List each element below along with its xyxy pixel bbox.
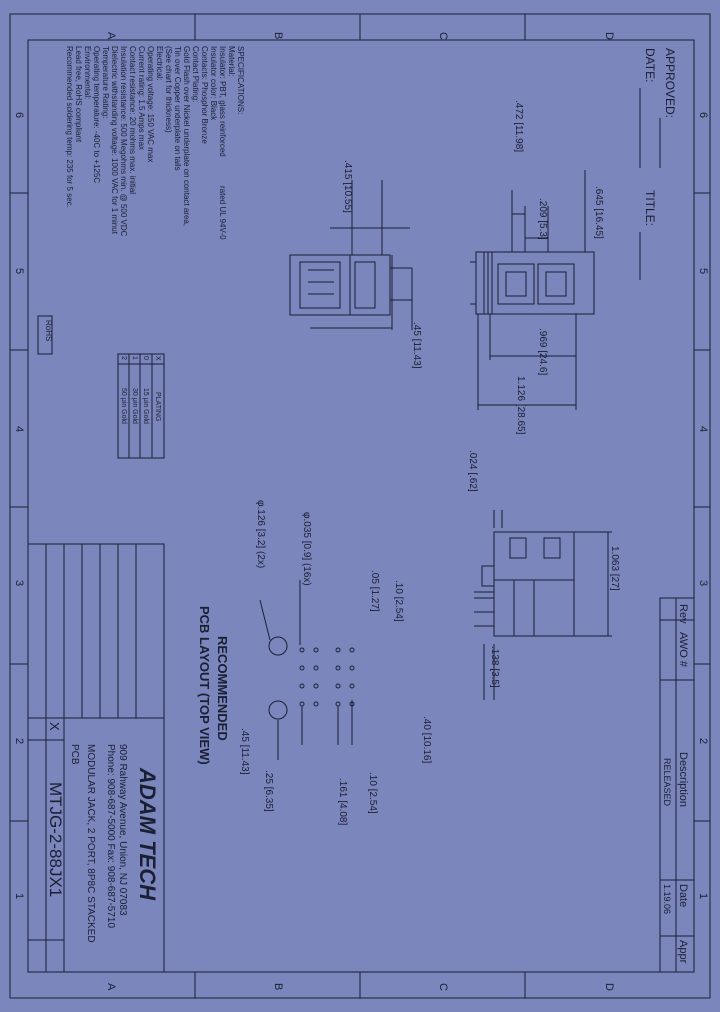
rev-row-description: RELEASED [662, 758, 672, 807]
part-variant: X [47, 722, 62, 731]
border-letter-bottom-a: A [105, 983, 117, 991]
border-number-right-2: 2 [697, 738, 709, 744]
dim-472: .472 [11.98] [513, 100, 524, 152]
spec-line-20: Recommended soldering temp: 235 for 5 se… [65, 46, 74, 208]
part-description: MODULAR JACK, 2 PORT, 8P8C STACKED [85, 744, 96, 943]
spec-line-11: Operating voltage: 150 VAC max [146, 46, 155, 162]
top-view [474, 510, 612, 700]
spec-line-2: Insulator: PBT, glass reinforced [218, 46, 227, 157]
spec-line-0: SPECIFICATIONS: [236, 46, 245, 114]
border-letter-top-c: C [437, 32, 449, 40]
spec-line-3: rated UL 94V-0 [218, 186, 227, 240]
border-letter-bottom-c: C [437, 983, 449, 991]
plating-row1-val: 30 μin Gold [131, 388, 138, 424]
spec-line-9: (See chart for thickness) [164, 46, 173, 133]
dim-209: .209 [5.3] [537, 198, 548, 240]
dim-45-side: .45 [11.43] [411, 322, 422, 369]
spec-line-1: Material: [227, 46, 236, 77]
rev-header-awo: AWO # [677, 632, 689, 668]
border-letter-bottom-d: D [603, 983, 615, 991]
dim-024: .024 [.62] [467, 450, 478, 492]
inner-border [27, 39, 695, 973]
border-number-left-4: 4 [13, 426, 25, 432]
border-letter-top-a: A [105, 32, 117, 40]
border-number-right-5: 5 [697, 268, 709, 274]
border-letter-bottom-b: B [272, 983, 284, 990]
border-number-left-5: 5 [13, 268, 25, 274]
plating-row2-val: 50 μin Gold [120, 388, 127, 424]
pcb-dim-05: .05 [1.27] [369, 570, 380, 612]
spec-line-12: Current rating: 1.5 Amps max [137, 46, 146, 150]
pcb-dim-mount-hole: φ.126 [3.2] (2x) [255, 500, 266, 568]
spec-line-8: Tin over Copper underplate on tails [173, 46, 182, 171]
title-label: TITLE: [643, 190, 657, 226]
border-number-right-1: 1 [697, 893, 709, 899]
dim-645: .645 [16.45] [593, 186, 604, 239]
border-letter-top-d: D [603, 32, 615, 40]
spec-line-19: Lead free, RoHS compliant [74, 46, 83, 143]
pcb-layout [259, 580, 355, 760]
dim-1063: 1.063 [27] [609, 546, 620, 591]
pcb-dim-10-side: .10 [2.54] [367, 772, 378, 814]
dim-969: .969 [24.6] [537, 328, 548, 375]
rohs-mark: RoHS [44, 320, 53, 341]
spec-line-15: Dielectric withstanding voltage: 1000 VA… [110, 46, 119, 235]
revision-block [659, 597, 695, 973]
pcb-dim-10-top: .10 [2.54] [393, 580, 404, 622]
company-logo: ADAM TECH [135, 767, 160, 901]
title-block [27, 543, 165, 973]
plating-row1-x: 1 [131, 356, 138, 360]
border-number-right-4: 4 [697, 426, 709, 432]
plating-header-plating: PLATING [154, 392, 161, 421]
plating-header-x: X [154, 356, 161, 361]
rev-header-rev: Rev [677, 604, 689, 624]
dim-415: .415 [10.55] [342, 160, 353, 213]
rev-header-appr: Appr [677, 940, 689, 964]
pcb-dim-25: .25 [6.35] [263, 770, 274, 812]
date-label: DATE: [643, 48, 657, 82]
pcb-title-layout: PCB LAYOUT (TOP VIEW) [197, 606, 212, 765]
rev-header-date: Date [677, 884, 689, 907]
spec-line-6: Contact Plating: [191, 46, 200, 102]
spec-line-17: Operating temperature: -40C to +125C [92, 46, 101, 183]
border-letter-top-b: B [272, 32, 284, 39]
pcb-dim-161: .161 [4.08] [337, 778, 348, 825]
pcb-title-recommended: RECOMMENDED [215, 636, 230, 741]
spec-line-14: Insulation resistance: 500 Megohms min. … [119, 46, 128, 237]
approved-label: APPROVED: [663, 48, 677, 118]
company-phone: Phone: 908-687-5000 Fax: 908-687-5710 [105, 744, 116, 928]
plating-row0-x: 0 [142, 356, 149, 360]
border-number-left-6: 6 [13, 112, 25, 118]
side-view [289, 180, 413, 330]
border-number-right-3: 3 [697, 580, 709, 586]
rev-header-description: Description [677, 752, 689, 807]
spec-line-13: Contact resistance: 20 mohms max. initia… [128, 46, 137, 194]
border-number-left-1: 1 [13, 893, 25, 899]
border-number-right-6: 6 [697, 112, 709, 118]
dim-1126: 1.126 [28.65] [515, 376, 526, 435]
spec-line-18: Environmental: [83, 46, 92, 99]
plating-row0-val: 15 μin Gold [142, 388, 149, 424]
pcb-dim-45: .45 [11.43] [239, 728, 250, 775]
part-subtitle: PCB [69, 744, 80, 765]
spec-line-4: Insulator color: Black [209, 46, 218, 121]
company-address: 909 Rahway Avenue, Union, NJ 07083 [117, 744, 128, 916]
part-number: MTJG-2-88JX1 [46, 782, 65, 897]
pcb-dim-40: .40 [10.16] [421, 716, 432, 763]
plating-row2-x: 2 [120, 356, 127, 360]
spec-line-10: Electrical: [155, 46, 164, 81]
spec-line-7: Gold Flash over Nickel underplate on con… [182, 46, 191, 226]
border-number-left-3: 3 [13, 580, 25, 586]
rev-row-date: 1.19.06 [662, 884, 672, 914]
dim-138: .138 [3.5] [489, 646, 500, 688]
front-view [470, 170, 595, 410]
spec-line-16: Temperature Rating: [101, 46, 110, 118]
pcb-dim-pin-hole: φ.035 [0.9] (16x) [301, 512, 312, 586]
spec-line-5: Contacts: Phosphor Bronze [200, 46, 209, 144]
border-number-left-2: 2 [13, 738, 25, 744]
